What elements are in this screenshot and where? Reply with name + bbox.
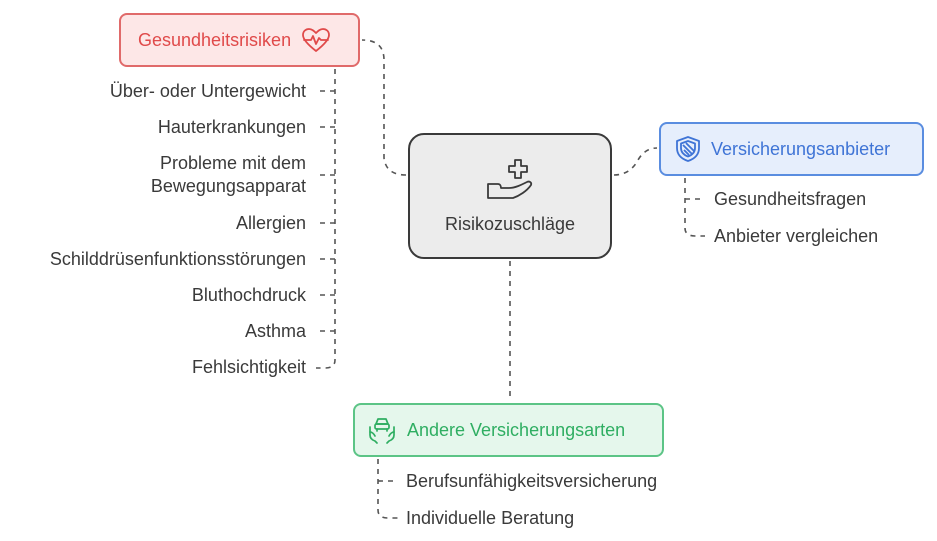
- health-item: Bluthochdruck: [191, 285, 306, 305]
- center-label: Risikozuschläge: [444, 213, 576, 234]
- insurer-item: Anbieter vergleichen: [714, 226, 879, 246]
- health-item: Schilddrüsenfunktionsstörungen: [49, 249, 306, 269]
- medical-cross-hand-icon: [485, 158, 535, 200]
- shield-icon: [675, 135, 701, 163]
- insurer-node[interactable]: Versicherungsanbieter: [659, 122, 924, 176]
- other-insurance-item: Individuelle Beratung: [406, 508, 575, 528]
- health-risks-node[interactable]: Gesundheitsrisiken: [119, 13, 360, 67]
- health-item: Über- oder Untergewicht: [109, 81, 306, 101]
- center-node[interactable]: Risikozuschläge: [408, 133, 612, 259]
- health-item: Fehlsichtigkeit: [191, 357, 306, 377]
- health-item: Asthma: [244, 321, 306, 341]
- other-insurance-item: Berufsunfähigkeitsversicherung: [406, 471, 658, 491]
- other-insurance-label: Andere Versicherungsarten: [407, 419, 626, 440]
- health-item: Probleme mit dem: [159, 153, 306, 173]
- health-risks-label: Gesundheitsrisiken: [138, 29, 292, 50]
- other-insurance-node[interactable]: Andere Versicherungsarten: [353, 403, 664, 457]
- health-item: Hauterkrankungen: [157, 117, 306, 137]
- car-in-hands-icon: [367, 415, 397, 445]
- insurer-item: Gesundheitsfragen: [714, 189, 867, 209]
- heartbeat-icon: [301, 27, 331, 53]
- health-item: Allergien: [235, 213, 306, 233]
- health-item: Bewegungsapparat: [150, 176, 306, 196]
- insurer-label: Versicherungsanbieter: [711, 138, 891, 159]
